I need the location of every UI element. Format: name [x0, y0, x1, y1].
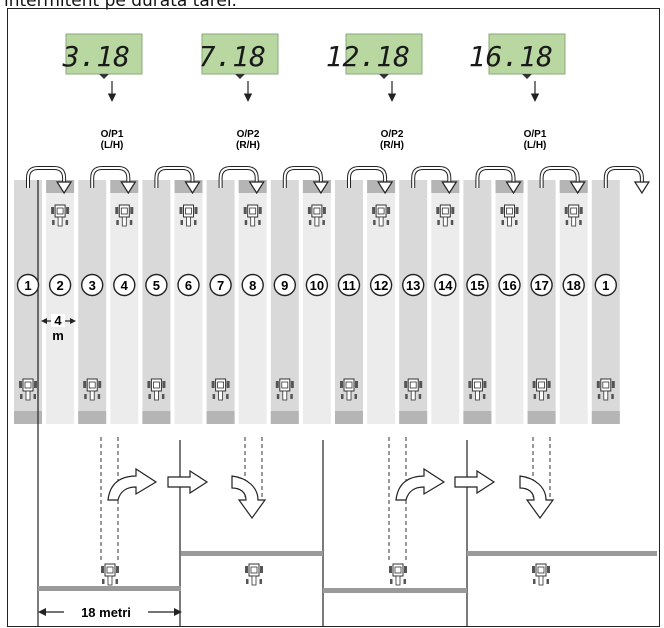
output-label: O/P2 — [381, 129, 404, 140]
tractor-icon — [388, 563, 408, 586]
svg-text:15: 15 — [470, 278, 484, 293]
uturn-arrow — [90, 166, 137, 195]
width-marker: 4 m — [41, 313, 76, 343]
svg-text:5: 5 — [153, 278, 160, 293]
pass-number: 17 — [530, 273, 553, 297]
svg-text:7: 7 — [217, 278, 224, 293]
lcd-value: 16.18 — [469, 40, 553, 73]
svg-text:3: 3 — [89, 278, 96, 293]
strip-end — [335, 411, 363, 424]
svg-text:13: 13 — [406, 278, 420, 293]
pass-number: 18 — [562, 273, 585, 297]
lcd-value: 12.18 — [326, 40, 410, 73]
turn-right-arrow — [395, 467, 446, 501]
svg-text:1: 1 — [602, 278, 609, 293]
pass-number: 11 — [337, 273, 361, 297]
strip-end — [463, 411, 492, 424]
tractor-icon — [100, 563, 120, 586]
tractor-icon — [531, 563, 551, 586]
pass-number: 5 — [145, 273, 168, 297]
pass-number: 3 — [80, 273, 104, 297]
pass-number: 1 — [594, 273, 617, 297]
lcd-value: 3.18 — [62, 40, 130, 73]
indicator-icon — [235, 74, 245, 79]
headland-section: 18 metri — [38, 437, 657, 627]
pass-number: 14 — [434, 273, 457, 297]
strip-end — [206, 411, 235, 424]
lcd-display: 3.18O/P1(L/H) — [62, 33, 143, 151]
pass-number: 13 — [402, 273, 425, 297]
pass-number: 2 — [48, 273, 72, 297]
uturn-arrow — [603, 166, 650, 195]
width-value: 4 — [54, 313, 62, 328]
uturn-arrow — [475, 166, 522, 195]
output-side: (L/H) — [101, 140, 124, 151]
lcd-display: 12.18O/P2(R/H) — [326, 33, 423, 151]
uturn-arrow — [411, 166, 458, 195]
svg-text:4: 4 — [121, 278, 129, 293]
output-side: (L/H) — [524, 140, 547, 151]
svg-text:2: 2 — [56, 278, 63, 293]
header-text: intermitent pe durata tarei. — [4, 0, 237, 11]
width-unit: m — [52, 328, 64, 343]
lcd-display: 7.18O/P2(R/H) — [199, 33, 279, 151]
lcd-display: 16.18O/P1(L/H) — [469, 33, 566, 151]
output-label: O/P1 — [524, 129, 547, 140]
indicator-icon — [522, 74, 532, 79]
pass-number: 6 — [177, 273, 200, 297]
pass-number: 12 — [369, 273, 393, 297]
svg-text:14: 14 — [438, 278, 453, 293]
turn-right-arrow — [107, 467, 158, 501]
pass-number: 10 — [305, 273, 329, 297]
pass-number: 7 — [209, 273, 232, 297]
svg-text:10: 10 — [310, 278, 324, 293]
svg-text:11: 11 — [342, 278, 356, 293]
svg-text:6: 6 — [185, 278, 192, 293]
uturn-arrow — [26, 166, 73, 195]
uturn-arrow — [282, 166, 329, 195]
svg-text:18: 18 — [566, 278, 580, 293]
svg-text:12: 12 — [374, 278, 388, 293]
indicator-icon — [379, 74, 389, 79]
svg-text:9: 9 — [281, 278, 288, 293]
diagram-frame — [7, 8, 660, 627]
pass-number: 8 — [241, 273, 264, 297]
pass-number: 15 — [466, 273, 489, 297]
uturn-arrow — [154, 166, 201, 195]
lcd-value: 7.18 — [199, 40, 266, 73]
strip-end — [142, 411, 171, 424]
output-label: O/P2 — [237, 129, 260, 140]
straight-arrow — [454, 469, 496, 495]
turn-down-arrow — [519, 475, 555, 520]
strip-end — [527, 411, 556, 424]
strip-end — [591, 411, 620, 424]
svg-text:8: 8 — [249, 278, 256, 293]
output-label: O/P1 — [101, 129, 124, 140]
pass-number: 1 — [16, 273, 40, 297]
uturn-arrow — [347, 166, 394, 195]
strip-end — [270, 411, 299, 424]
pass-number: 4 — [113, 273, 136, 297]
svg-text:1: 1 — [24, 278, 31, 293]
output-side: (R/H) — [380, 140, 404, 151]
span-label: 18 metri — [81, 605, 131, 620]
turn-down-arrow — [231, 475, 267, 520]
svg-text:16: 16 — [502, 278, 516, 293]
strip-end — [399, 411, 428, 424]
uturn-arrow — [539, 166, 586, 195]
tractor-icon — [244, 563, 264, 586]
indicator-icon — [99, 74, 109, 79]
uturn-arrow — [218, 166, 265, 195]
strip-end — [78, 411, 107, 424]
strip-end — [14, 411, 42, 424]
pass-number: 9 — [273, 273, 296, 297]
straight-arrow — [167, 469, 209, 495]
output-side: (R/H) — [236, 140, 260, 151]
pass-number: 16 — [498, 273, 521, 297]
svg-text:17: 17 — [534, 278, 548, 293]
